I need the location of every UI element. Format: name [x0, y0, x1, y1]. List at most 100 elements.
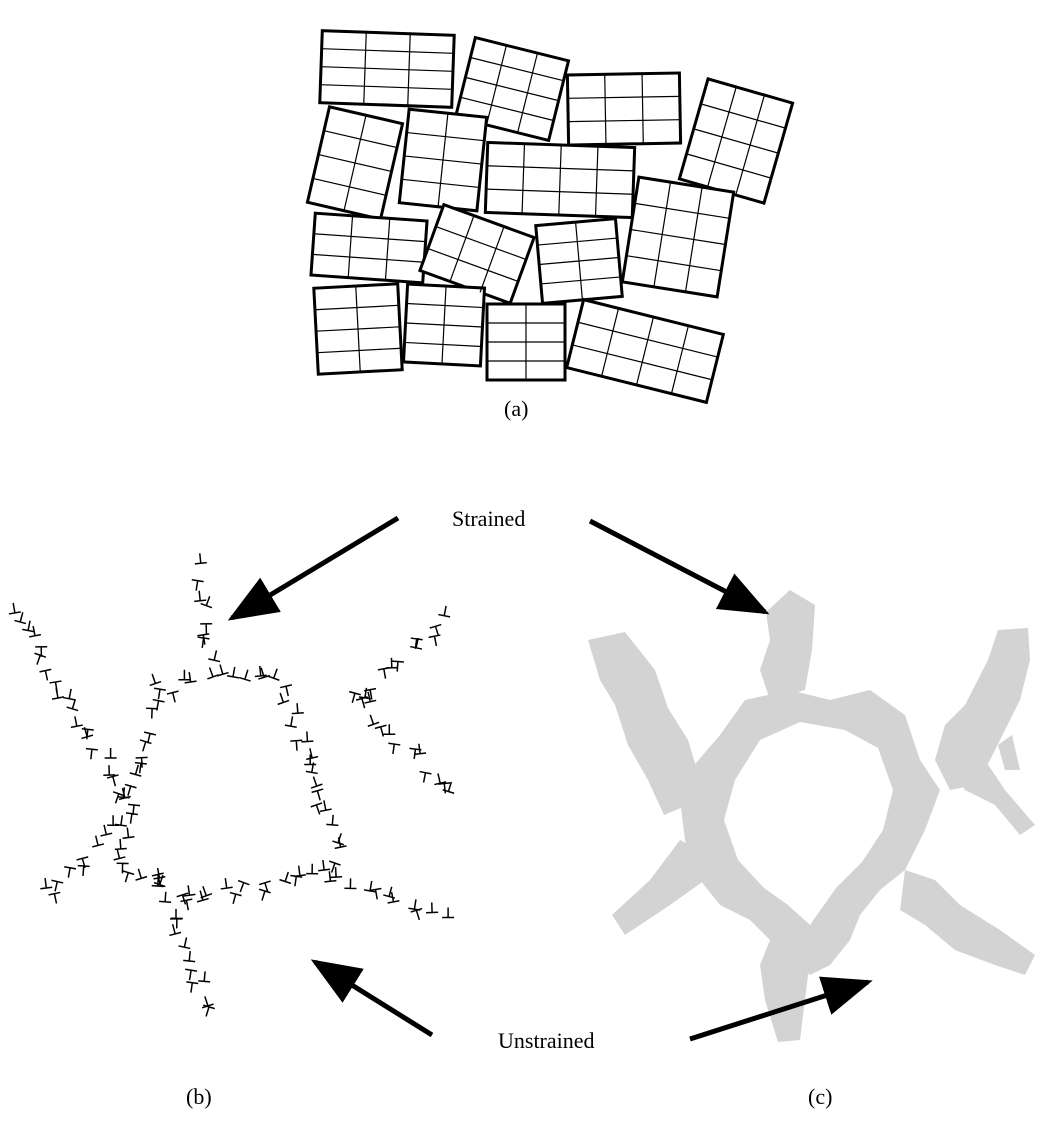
dislocation-symbol	[22, 620, 35, 633]
dislocation-symbol	[304, 754, 317, 766]
grain-lattice	[567, 73, 681, 145]
dislocation-symbol	[194, 553, 207, 565]
dislocation-symbol	[200, 886, 213, 899]
dislocation-symbol	[134, 761, 147, 774]
dislocation-symbol	[369, 887, 382, 900]
dislocation-symbol	[306, 748, 319, 761]
dislocation-symbol	[186, 981, 199, 993]
grain-lattice	[404, 286, 484, 364]
grain-lattice	[314, 286, 402, 372]
dislocation-symbol	[143, 731, 157, 744]
dislocation-symbol	[330, 867, 343, 879]
cell-arm-right-tip	[998, 735, 1020, 770]
dislocation-symbol	[77, 864, 90, 877]
dislocation-symbol	[344, 878, 357, 890]
dislocation-symbol	[178, 669, 191, 681]
panel-label-c: (c)	[808, 1084, 833, 1109]
dislocation-symbol	[442, 781, 455, 794]
dislocation-symbol	[328, 860, 341, 873]
dislocation-symbol	[66, 699, 79, 712]
dislocation-symbol	[229, 891, 242, 904]
dislocation-symbol	[438, 782, 451, 794]
dislocation-symbol	[63, 688, 76, 701]
dislocation-symbol	[183, 950, 196, 963]
dislocation-symbol	[238, 669, 251, 682]
dislocation-symbol	[442, 907, 455, 919]
dislocation-symbol	[438, 605, 451, 618]
dislocation-symbol	[64, 866, 77, 878]
dislocation-symbol	[200, 622, 213, 634]
grain-lattice	[626, 182, 730, 292]
dislocation-symbol	[414, 743, 427, 756]
grain-lattice	[427, 215, 527, 293]
dislocation-symbol	[254, 665, 267, 678]
panel-label-b: (b)	[186, 1084, 212, 1109]
cell-arm-upper-right	[935, 628, 1030, 790]
dislocation-symbol	[310, 802, 323, 815]
dislocation-symbol	[122, 827, 135, 839]
grain-lattice	[572, 308, 718, 394]
grain-lattice	[686, 86, 786, 196]
dislocation-symbol	[51, 879, 64, 892]
dislocation-symbol	[116, 862, 129, 874]
arrow-unstrained-to-b	[310, 959, 434, 1038]
dislocation-symbol	[81, 726, 94, 740]
dislocation-symbol	[391, 660, 404, 672]
dislocation-symbol	[258, 880, 271, 893]
dislocation-symbol	[76, 856, 89, 869]
dislocation-symbol	[114, 815, 127, 827]
cell-wall-structure	[588, 590, 1035, 1042]
dislocation-symbol	[290, 739, 303, 751]
grain-lattice	[320, 32, 454, 106]
dislocation-symbol	[310, 776, 323, 789]
dislocation-symbol	[112, 791, 125, 804]
dislocation-symbol	[284, 716, 297, 728]
grain-lattice	[537, 222, 621, 300]
dislocation-symbol	[326, 814, 339, 827]
dislocation-symbol	[129, 764, 142, 777]
cell-arm-lower-left	[612, 840, 705, 935]
dislocation-symbol	[152, 698, 165, 711]
dislocation-symbol	[51, 688, 65, 700]
dislocation-symbol	[183, 885, 196, 897]
unstrained-label: Unstrained	[498, 1028, 595, 1053]
dislocation-symbol	[28, 625, 42, 638]
dislocation-symbol	[184, 671, 197, 684]
dislocation-symbol	[176, 892, 189, 905]
dislocation-symbol	[85, 747, 98, 760]
dislocation-symbol	[419, 770, 432, 783]
dislocation-symbol	[387, 891, 400, 904]
dislocation-symbol	[408, 899, 421, 911]
dislocation-symbol	[220, 878, 233, 890]
dislocation-symbol	[200, 595, 213, 609]
dislocation-symbol	[267, 668, 280, 681]
grain-lattice	[487, 304, 565, 380]
dislocation-symbol	[301, 731, 314, 743]
dislocation-symbol	[385, 657, 398, 669]
dislocation-symbol	[170, 917, 183, 929]
cell-arm-lower-right	[900, 870, 1035, 975]
dislocation-symbol	[279, 684, 293, 697]
dislocation-symbol	[118, 788, 131, 801]
dislocation-symbol	[185, 968, 198, 981]
dislocation-symbol	[135, 756, 148, 768]
dislocation-symbol	[159, 891, 172, 903]
dislocation-symbol	[293, 865, 306, 878]
dislocation-symbol	[383, 724, 396, 735]
dislocation-symbol	[374, 724, 387, 737]
dislocation-symbol	[70, 716, 83, 729]
dislocation-symbol	[290, 874, 303, 887]
dislocation-symbol	[237, 879, 250, 893]
dislocation-symbol	[194, 590, 207, 603]
dislocation-symbol	[166, 690, 179, 703]
grain-lattice	[401, 113, 485, 207]
dislocation-symbol	[305, 762, 318, 775]
dislocation-symbol	[106, 774, 119, 787]
dislocation-symbol	[125, 812, 138, 824]
strained-label: Strained	[452, 506, 526, 531]
dislocation-symbol	[203, 1004, 215, 1017]
arrow-strained-to-c	[588, 518, 770, 615]
dislocation-symbol	[104, 748, 117, 759]
dislocation-symbol	[311, 788, 324, 801]
